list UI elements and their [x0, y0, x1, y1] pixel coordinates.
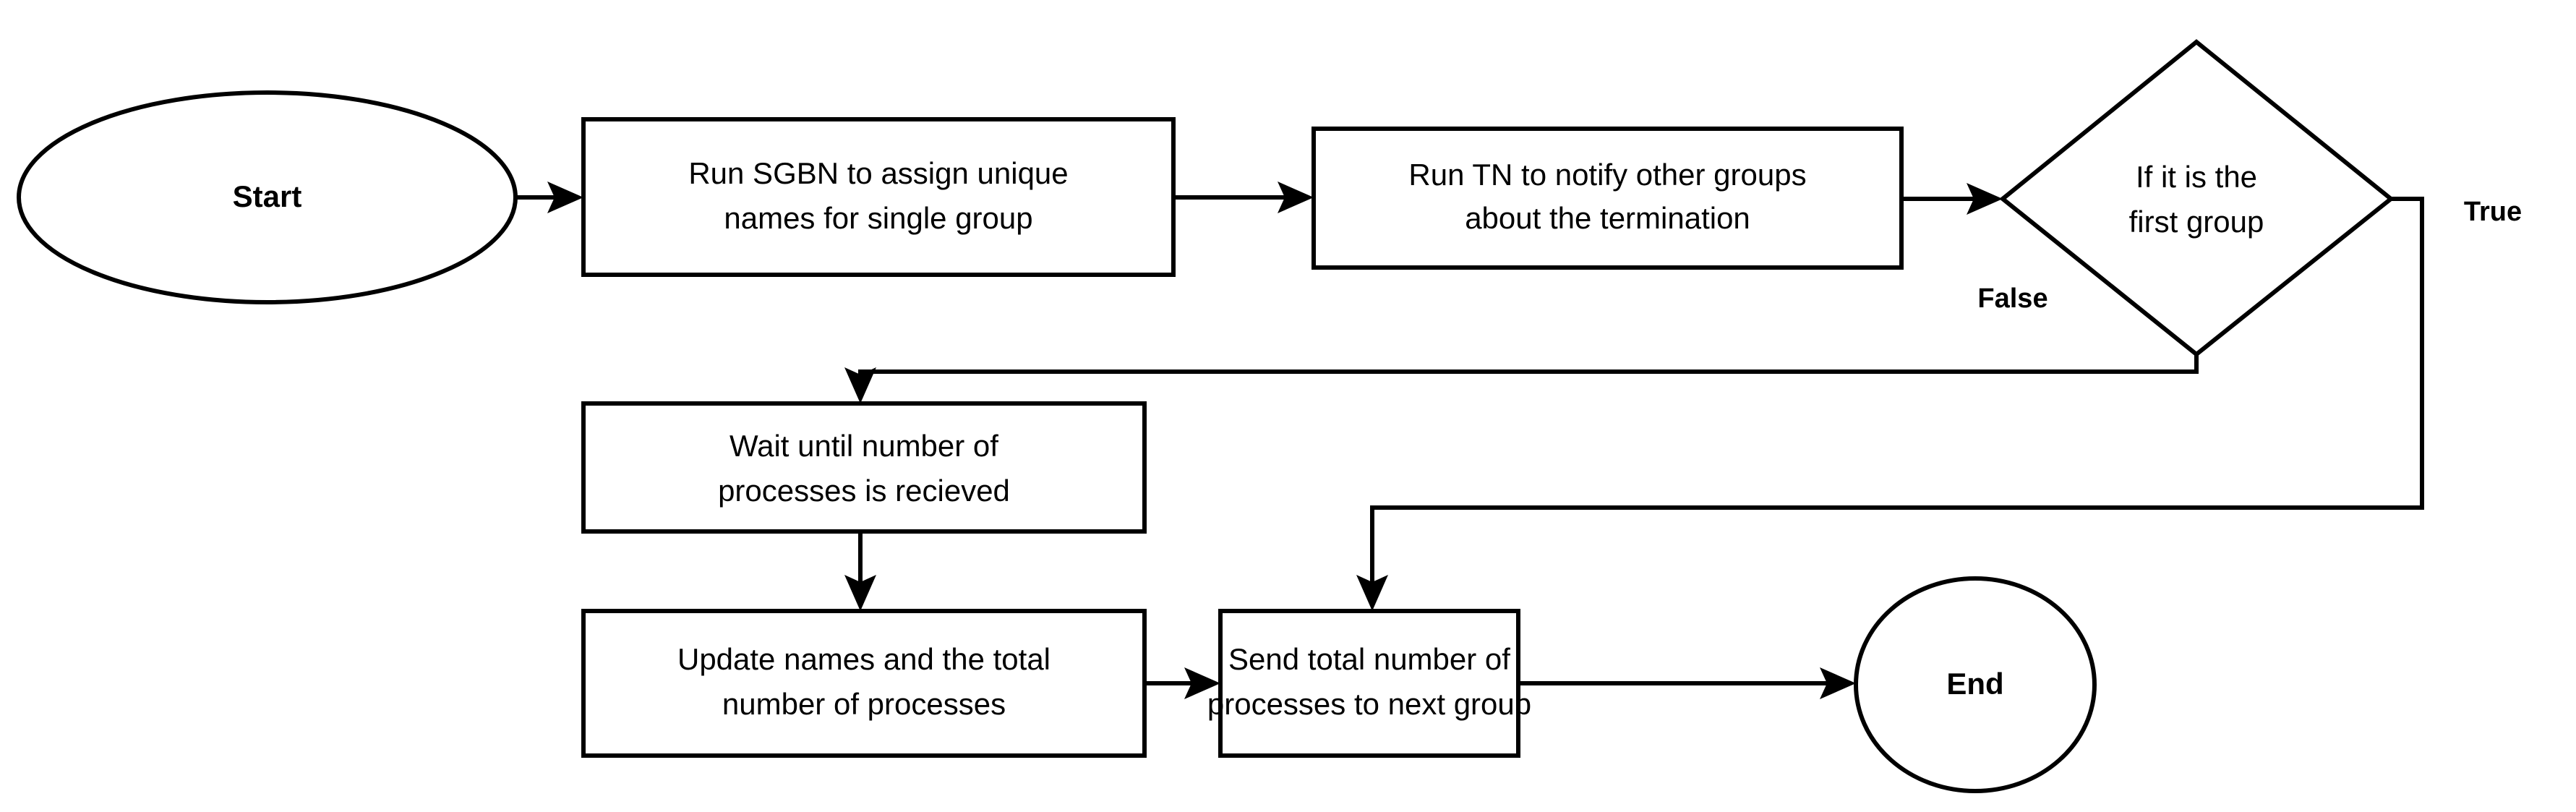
node-send-line2: processes to next group — [1207, 687, 1531, 721]
node-end[interactable]: End — [1854, 576, 2097, 793]
node-send[interactable]: Send total number of processes to next g… — [1207, 609, 1531, 758]
node-wait-line2: processes is recieved — [718, 474, 1010, 508]
node-decision-if-first-group[interactable]: If it is the first group — [1999, 39, 2395, 357]
node-decision-line2: first group — [2129, 205, 2264, 239]
node-wait[interactable]: Wait until number of processes is reciev… — [581, 401, 1147, 534]
edge-decision-false-to-wait — [844, 354, 2199, 403]
edge-run-sgbn-to-run-tn — [1173, 181, 1314, 213]
edge-label-true: True — [2464, 197, 2522, 227]
node-run-sgbn[interactable]: Run SGBN to assign unique names for sing… — [581, 117, 1176, 277]
node-wait-line1: Wait until number of — [729, 429, 998, 463]
node-run-sgbn-line1: Run SGBN to assign unique — [688, 156, 1068, 190]
node-update-line2: number of processes — [722, 687, 1006, 721]
node-run-tn-line2: about the termination — [1465, 201, 1750, 235]
node-run-tn-line1: Run TN to notify other groups — [1408, 158, 1806, 192]
node-start-label: Start — [233, 179, 302, 213]
node-end-label: End — [1946, 667, 2003, 701]
edge-send-to-end — [1518, 667, 1856, 699]
edge-label-false: False — [1977, 283, 2047, 314]
edge-start-to-run-sgbn — [515, 181, 583, 213]
node-run-tn[interactable]: Run TN to notify other groups about the … — [1311, 127, 1904, 270]
edge-update-to-send — [1144, 667, 1220, 699]
edge-wait-to-update — [844, 531, 876, 611]
node-run-sgbn-line2: names for single group — [724, 201, 1032, 235]
node-send-line1: Send total number of — [1228, 642, 1510, 676]
node-decision-line1: If it is the — [2136, 160, 2257, 194]
node-update[interactable]: Update names and the total number of pro… — [581, 609, 1147, 758]
node-start[interactable]: Start — [17, 90, 518, 304]
node-update-line1: Update names and the total — [677, 642, 1050, 676]
edge-run-tn-to-decision — [1901, 183, 2003, 215]
edge-decision-true-to-send — [1356, 197, 2424, 611]
